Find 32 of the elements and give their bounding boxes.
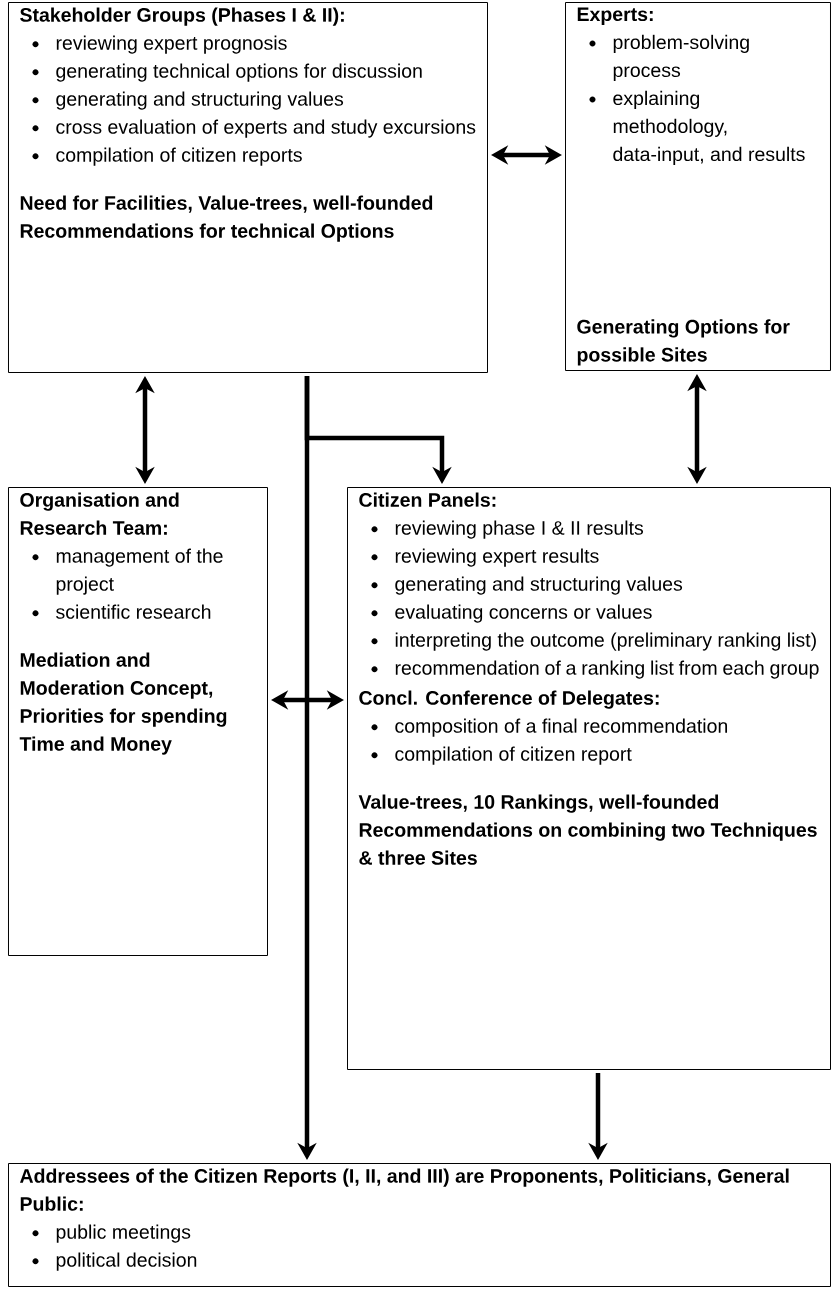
bullet-item: cross evaluation of experts and study excursions — [32, 119, 476, 138]
text-box — [565, 2, 831, 371]
bullet-item: recommendation of a ranking list from each group — [371, 660, 819, 679]
summary-text: Generating Options for possible Sites — [577, 319, 790, 366]
summary-text: Need for Facilities, Value-trees, well-founded Recommendations for technical Options — [20, 195, 433, 242]
bullet-item: explaining methodology, data-input, and results — [589, 90, 805, 165]
text-box — [347, 487, 831, 1070]
bullet-item: compilation of citizen report — [371, 746, 632, 765]
text-box — [8, 487, 268, 956]
text-box — [8, 2, 488, 373]
box-heading: Addressees of the Citizen Reports (I, II, and III) are Proponents, Politicians, General Public: — [20, 1168, 789, 1211]
bullet-item: public meetings — [32, 1224, 191, 1243]
bullet-item: reviewing expert prognosis — [32, 35, 287, 54]
bullet-item: reviewing expert results — [371, 548, 599, 567]
bullet-item: interpreting the outcome (preliminary ranking list) — [371, 632, 816, 651]
bullet-item: reviewing phase I & II results — [371, 520, 644, 539]
bullet-item: generating and structuring values — [32, 91, 344, 110]
bullet-item: generating and structuring values — [371, 576, 683, 595]
box-heading: Stakeholder Groups (Phases I & II): — [20, 7, 344, 26]
text-box — [8, 1163, 831, 1287]
box-heading: Experts: — [577, 7, 653, 25]
summary-text: Mediation and Moderation Concept, Priorities for spending Time and Money — [19, 652, 227, 755]
bullet-item: generating technical options for discussion — [32, 63, 422, 82]
bullet-item: scientific research — [32, 604, 211, 619]
summary-text: Value-trees, 10 Rankings, well-founded Recommendations on combining two Techniques & three Sites — [358, 794, 817, 865]
bullet-item: political decision — [32, 1252, 197, 1271]
box-subheading: Concl. Conference of Delegates: — [359, 690, 659, 709]
box-heading: Organisation and Research Team: — [20, 492, 179, 535]
bullet-item: compilation of citizen reports — [32, 147, 302, 166]
bullet-item: composition of a final recommendation — [371, 718, 727, 737]
bullet-item: evaluating concerns or values — [371, 604, 652, 623]
box-heading: Citizen Panels: — [359, 492, 496, 507]
